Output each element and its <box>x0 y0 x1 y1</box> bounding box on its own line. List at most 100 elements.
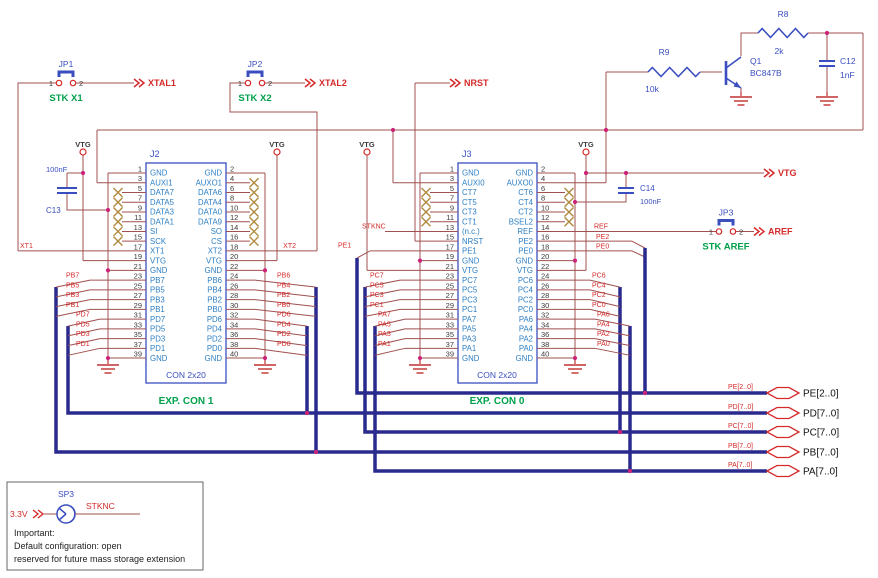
pin-label: PC6 <box>518 276 533 285</box>
vtg-terminal <box>273 148 281 156</box>
net-arrow-icon <box>304 78 312 88</box>
bus-wire <box>363 287 767 434</box>
x-mark-no-connect <box>421 216 431 227</box>
pin-number: 4 <box>230 174 234 183</box>
resistor-symbol <box>757 27 809 39</box>
bus-entry-wire <box>374 328 406 337</box>
pin-number: 5 <box>138 184 142 193</box>
x-mark-no-connect <box>113 197 123 208</box>
pin-number: 27 <box>446 291 454 300</box>
jumper-bracket <box>57 70 75 77</box>
capacitor-ref: C12 <box>840 56 856 66</box>
junction-dot <box>824 30 830 36</box>
x-mark-no-connect <box>113 226 123 237</box>
vtg-terminal <box>79 148 87 156</box>
jumper-pin <box>258 79 266 87</box>
x-mark-no-connect <box>564 197 574 208</box>
note-line: Default configuration: open <box>14 541 122 551</box>
net-arrow-icon <box>37 509 45 519</box>
pin-label: PE0 <box>518 247 533 256</box>
jumper-pin <box>69 79 77 87</box>
jumper-caption: STK X1 <box>49 93 83 104</box>
bus-entry-wire <box>374 338 406 347</box>
net-arrow-icon <box>758 226 766 237</box>
net-label: PB7 <box>66 273 79 280</box>
pin-number: 18 <box>230 242 238 251</box>
net-arrow-icon <box>449 78 457 88</box>
pin-label: SI <box>150 227 157 236</box>
connector-designator: J2 <box>150 149 160 159</box>
net-label: PD4 <box>277 321 291 328</box>
x-mark-no-connect <box>564 206 574 217</box>
pin-number: 37 <box>446 340 454 349</box>
bus-port-label: PB[7..0] <box>803 448 839 459</box>
bus-entry-wire <box>67 347 101 356</box>
pin-label: PD4 <box>207 325 223 334</box>
x-mark-no-connect <box>421 197 431 208</box>
pin-number: 17 <box>134 242 142 251</box>
capacitor-ref: C13 <box>46 206 61 215</box>
pin-number: 35 <box>134 330 142 339</box>
pin-label: DATA7 <box>150 188 174 197</box>
pin-number: 33 <box>446 320 454 329</box>
capacitor-value: 100nF <box>640 197 662 206</box>
net-label: PD0 <box>277 341 291 348</box>
pin-number: 28 <box>230 291 238 300</box>
bus-entry-wire <box>364 308 401 317</box>
net-arrow-icon <box>768 168 776 178</box>
connector-type: CON 2x20 <box>166 370 206 380</box>
vtg-terminal-label: VTG <box>359 140 375 149</box>
pin-label: PB3 <box>150 295 165 304</box>
jumper-pin-number: 2 <box>739 228 743 237</box>
bus-entry-wire <box>364 299 401 308</box>
bus-port-icon <box>765 386 801 400</box>
bus-entry-wire <box>364 289 401 298</box>
junction-dot <box>313 449 319 455</box>
pin-label: NRST <box>462 237 483 246</box>
pin-number: 24 <box>230 272 238 281</box>
pin-number: 34 <box>541 320 549 329</box>
net-label: PB1 <box>66 302 79 309</box>
net-label: PC3 <box>370 292 384 299</box>
jumper-pin-number: 2 <box>268 79 272 88</box>
pin-label: GND <box>462 256 480 265</box>
net-label: PC7 <box>370 273 384 280</box>
net-label: XT2 <box>283 243 296 250</box>
pin-number: 26 <box>541 281 549 290</box>
pin-label: GND <box>516 169 534 178</box>
pin-number: 32 <box>541 311 549 320</box>
pin-label: PB6 <box>207 276 222 285</box>
capacitor-value: 1nF <box>840 70 855 80</box>
bus-port-label: PA[7..0] <box>803 467 838 478</box>
pin-label: PB5 <box>150 286 165 295</box>
pin-number: 8 <box>230 194 234 203</box>
jumper-caption: STK AREF <box>702 242 749 253</box>
pin-number: 10 <box>541 203 549 212</box>
junction-dot <box>617 429 623 435</box>
x-mark-no-connect <box>249 216 259 227</box>
pin-number: 7 <box>138 194 142 203</box>
pin-number: 32 <box>230 311 238 320</box>
bus-entry-wire <box>589 289 621 298</box>
transistor-emitter-arrow <box>733 81 741 88</box>
pin-label: PA5 <box>462 325 477 334</box>
net-label: PE2 <box>596 234 609 241</box>
wire <box>631 240 646 249</box>
jumper-bracket <box>717 219 735 226</box>
pin-number: 7 <box>450 194 454 203</box>
pin-label: GND <box>516 354 534 363</box>
net-label: PC5 <box>370 282 384 289</box>
x-mark-no-connect <box>564 187 574 198</box>
pin-label: DATA5 <box>150 198 175 207</box>
x-mark-no-connect <box>113 236 123 247</box>
pin-label: CT2 <box>518 208 533 217</box>
bus-entry-wire <box>589 308 621 317</box>
connector-box-J2 <box>145 162 227 384</box>
pin-number: 1 <box>138 165 142 174</box>
solder-point-arc <box>69 505 76 523</box>
bus-entry-wire <box>55 299 91 308</box>
net-label: REF <box>594 224 608 231</box>
pin-label: GND <box>516 256 534 265</box>
net-label: PA3 <box>378 331 391 338</box>
